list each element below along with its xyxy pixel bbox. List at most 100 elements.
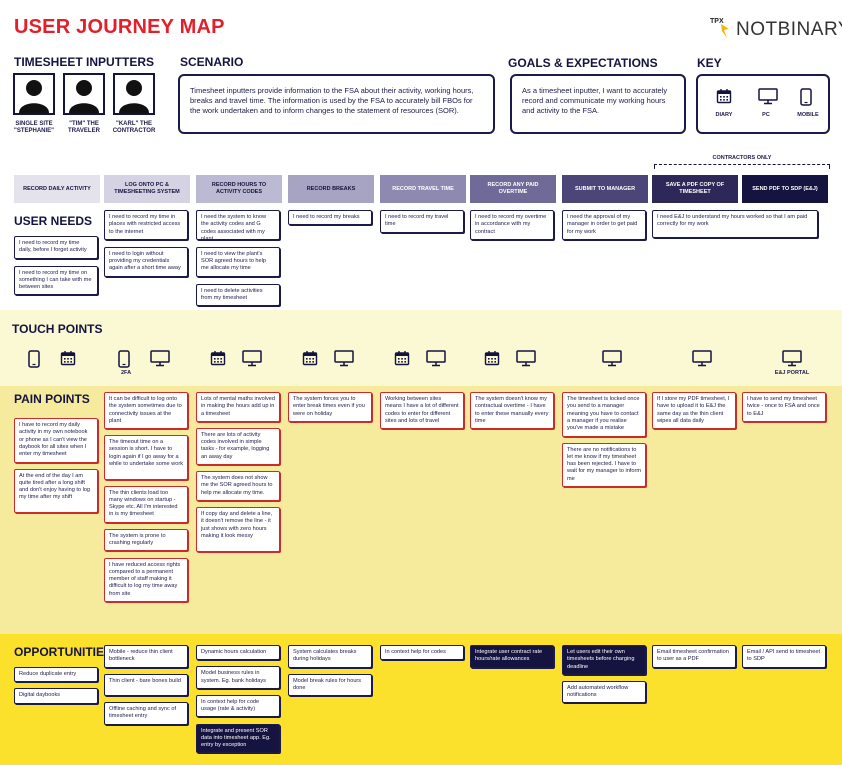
opportunity-card: Integrate user contract rate hours/rate … [470,645,554,668]
persona-avatar [13,73,55,115]
user-needs-heading: USER NEEDS [14,214,93,228]
pain-point-card: Working between sites means I have a lot… [380,392,464,430]
persona-label-line-2: "STEPHANIE" [13,128,55,135]
stage-header: RECORD TRAVEL TIME [380,175,466,203]
stage-header: LOG ONTO PC & TIMESHEETING SYSTEM [104,175,190,203]
opportunity-card: Integrate and present SOR data into time… [196,723,280,754]
pain-point-card: If copy day and delete a line, it doesn'… [196,507,280,552]
mobile-icon [118,350,130,373]
user-need-card: I need the approval of my manager in ord… [562,210,646,240]
pc-icon [242,350,262,372]
pain-point-card: There are no notifications to let me kno… [562,442,646,487]
pc-icon [758,88,778,110]
logo-name: NOTBINARY [736,19,842,40]
pain-point-card: At the end of the day I am quite tired a… [14,468,98,513]
diary-icon [716,88,732,109]
persona-label-line-1: SINGLE SITE [15,121,53,127]
pain-point-card: I have to send my timesheet twice - once… [742,392,826,422]
persona-label-line-1: "TIM" THE [69,121,99,127]
contractors-only-bracket [654,164,830,165]
opportunity-card: Add automated workflow notifications [562,680,646,704]
user-need-card: I need to record my time daily, before I… [14,236,98,259]
diary-icon [210,350,226,371]
opportunity-card: System calculates breaks during holidays [288,645,372,668]
stage-header: RECORD BREAKS [288,175,374,203]
pain-points-heading: PAIN POINTS [14,392,90,406]
goals-text: As a timesheet inputter, I want to accur… [522,86,668,115]
pc-icon [150,350,170,372]
pain-point-card: The system doesn't know my contractual o… [470,392,554,430]
opportunities-heading: OPPORTUNITIES [14,645,113,659]
pain-point-card: If I store my PDF timesheet, I have to u… [652,392,736,430]
pain-point-card: The timesheet is locked once you send to… [562,392,646,437]
persona-avatar [63,73,105,115]
user-need-card: I need to login without providing my cre… [104,246,188,277]
user-need-card: I need to record my breaks [288,210,372,226]
pc-icon [602,350,622,372]
diary-icon [394,350,410,371]
user-need-card: I need to record my time in places with … [104,210,188,240]
key-label: PC [762,112,770,118]
user-need-card: I need to view the plant's SOR agreed ho… [196,246,280,277]
stage-header: SUBMIT TO MANAGER [562,175,648,203]
stage-header: RECORD HOURS TO ACTIVITY CODES [196,175,282,203]
user-need-card: I need to delete activities from my time… [196,283,280,307]
pain-point-card: I have reduced access rights compared to… [104,557,188,602]
opportunity-card: Dynamic hours calculation [196,645,280,661]
opportunity-card: Email / API send to timesheet to SDP [742,645,826,668]
user-need-card: I need to record my time on something I … [14,265,98,296]
contractors-only-label: CONTRACTORS ONLY [712,155,772,161]
pc-icon [782,350,802,372]
opportunity-card: Digital daybooks [14,688,98,704]
persona-label-line-1: "KARL" THE [115,121,153,127]
bracket-right-tick [829,164,830,169]
pc-icon [516,350,536,372]
stage-header: SEND PDF TO SDP (E&J) [742,175,828,203]
bracket-left-tick [654,164,655,169]
opportunity-card: Model business rules in system. Eg. bank… [196,666,280,689]
pc-icon [334,350,354,372]
pain-point-card: The system forces you to enter break tim… [288,392,372,422]
opportunity-card: Model break rules for hours done [288,673,372,697]
opportunity-card: Let users edit their own timesheets befo… [562,645,646,675]
mobile-icon [28,350,40,373]
stage-header: RECORD DAILY ACTIVITY [14,175,100,203]
opportunity-card: Thin client - bare bones build [104,673,188,697]
logo-flag-icon [721,24,729,38]
scenario-text: Timesheet inputters provide information … [190,86,474,115]
diary-icon [302,350,318,371]
persona-label-line-2: CONTRACTOR [112,128,156,135]
touch-point-label: E&J PORTAL [774,370,810,376]
goals-box: As a timesheet inputter, I want to accur… [510,74,686,134]
persona-avatar [113,73,155,115]
page-title: USER JOURNEY MAP [14,16,225,38]
opportunity-card: Mobile - reduce thin client bottleneck [104,645,188,668]
diary-icon [60,350,76,371]
stage-header: SAVE A PDF COPY OF TIMESHEET [652,175,738,203]
pain-point-card: It can be difficult to log onto the syst… [104,392,188,430]
diary-icon [484,350,500,371]
stage-header: RECORD ANY PAID OVERTIME [470,175,556,203]
logo-prefix: TPX [710,18,724,25]
touch-point-label: 2FA [120,370,132,376]
pc-icon [426,350,446,372]
opportunity-card: Offline caching and sync of timesheet en… [104,702,188,725]
opportunity-card: Email timesheet confirmation to user as … [652,645,736,668]
key-label: DIARY [715,112,733,118]
pain-point-card: I have to record my daily activity in my… [14,418,98,463]
persona-label-line-2: TRAVELER [68,128,100,135]
opportunity-card: In context help for codes [380,645,464,661]
user-need-card: I need the system to know the activity c… [196,210,280,242]
user-need-card: I need to record my travel time [380,210,464,233]
key-heading: KEY [697,56,722,70]
pain-point-card: The timeout time on a session is short. … [104,435,188,480]
pain-point-card: The system does not show me the SOR agre… [196,471,280,501]
user-need-card: I need E&J to understand my hours worked… [652,210,818,238]
scenario-heading: SCENARIO [180,55,244,69]
pain-point-card: The system is prone to crashing regularl… [104,528,188,552]
